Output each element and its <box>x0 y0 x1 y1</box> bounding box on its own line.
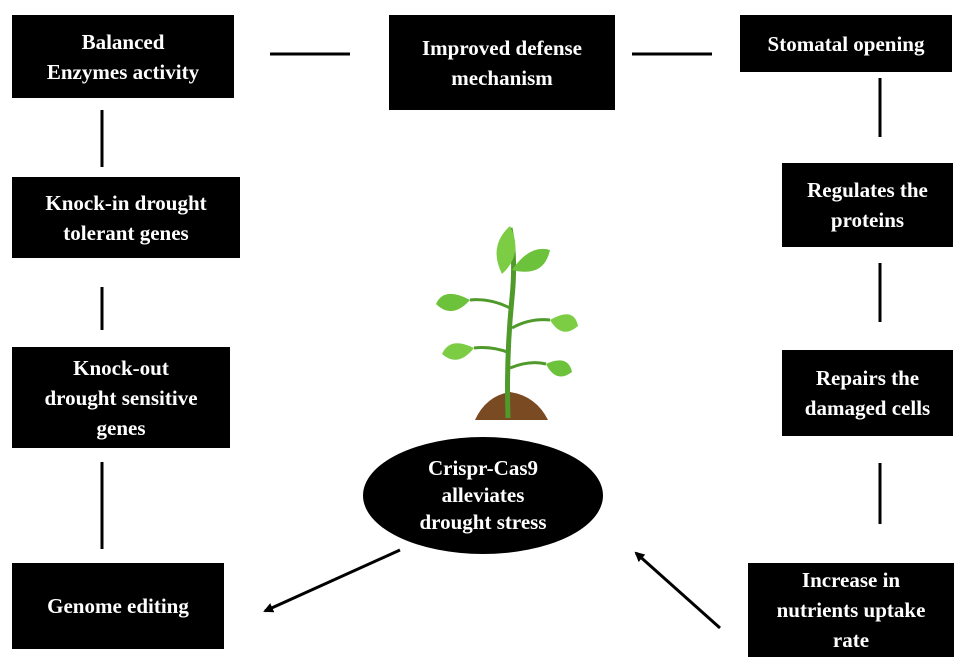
arrow-increase-to-center <box>634 551 721 630</box>
genome-editing-box: Genome editing <box>12 563 224 649</box>
genome-editing-line-1: Genome editing <box>47 594 189 618</box>
stomatal-opening-box: Stomatal opening <box>740 15 952 72</box>
knock-out-line-2: drought sensitive <box>44 385 198 410</box>
balanced-enzymes-line-1: Balanced <box>81 29 165 54</box>
nutrient-uptake-line-2: nutrients uptake <box>776 598 926 622</box>
stomatal-opening-line-1: Stomatal opening <box>767 31 925 56</box>
center-line-2: alleviates <box>441 483 525 507</box>
arrow-center-to-genome <box>263 548 401 613</box>
repairs-cells-line-1: Repairs the <box>815 366 920 390</box>
knock-out-line-1: Knock-out <box>73 355 169 380</box>
knock-in-line-1: Knock-in drought <box>45 190 207 215</box>
seedling-icon <box>436 226 578 420</box>
knock-out-box: Knock-out drought sensitive genes <box>12 347 230 448</box>
nutrient-uptake-box: Increase in nutrients uptake rate <box>748 563 954 657</box>
center-line-3: drought stress <box>419 510 547 534</box>
balanced-enzymes-box: Balanced Enzymes activity <box>12 15 234 98</box>
improved-defense-line-2: mechanism <box>451 65 553 90</box>
regulates-proteins-line-1: Regulates the <box>807 178 928 202</box>
knock-out-line-3: genes <box>96 415 146 440</box>
crispr-center-ellipse: Crispr-Cas9 alleviates drought stress <box>363 437 603 554</box>
improved-defense-box: Improved defense mechanism <box>389 15 615 110</box>
regulates-proteins-box: Regulates the proteins <box>782 163 953 247</box>
center-line-1: Crispr-Cas9 <box>427 456 539 480</box>
knock-in-box: Knock-in drought tolerant genes <box>12 177 240 258</box>
knock-in-line-2: tolerant genes <box>63 220 189 245</box>
repairs-cells-line-2: damaged cells <box>804 396 931 420</box>
regulates-proteins-line-2: proteins <box>830 208 905 232</box>
nutrient-uptake-line-3: rate <box>832 628 870 652</box>
nutrient-uptake-line-1: Increase in <box>801 568 901 592</box>
repairs-cells-box: Repairs the damaged cells <box>782 350 953 436</box>
improved-defense-line-1: Improved defense <box>421 35 583 60</box>
balanced-enzymes-line-2: Enzymes activity <box>46 59 200 84</box>
